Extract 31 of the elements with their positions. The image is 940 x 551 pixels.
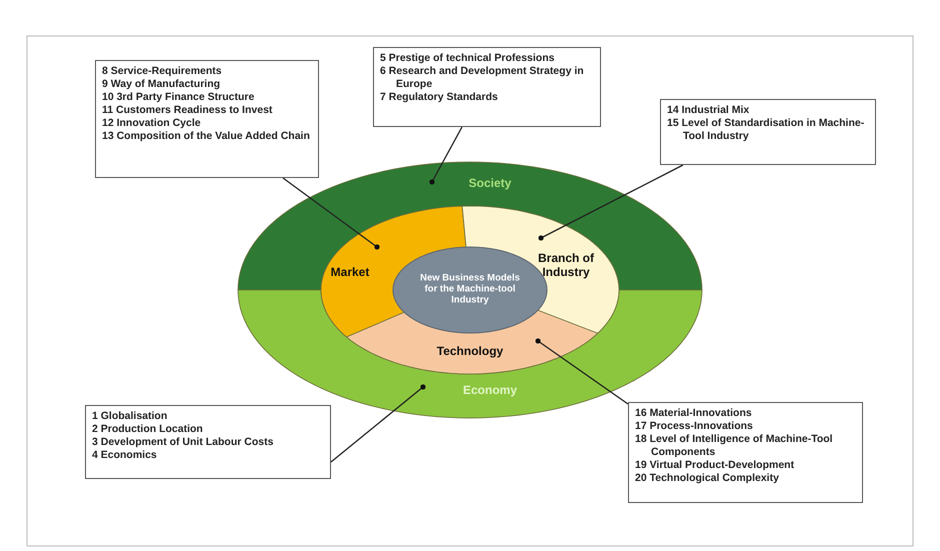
factor-item: 4 Economics [92, 449, 158, 462]
segment-label: Technology [436, 344, 504, 358]
factor-item: 2 Production Location [92, 423, 204, 436]
leader-line [535, 338, 628, 405]
leader-line [330, 384, 426, 462]
factor-item: 6 Research and Development Strategy in Europe [380, 65, 585, 91]
center-title: New Business Models for the Machine-tool Industry [419, 274, 521, 306]
leader-line [282, 177, 380, 250]
factor-item: 20 Technological Complexity [635, 472, 780, 485]
factor-item: 8 Service-Requirements [102, 65, 223, 78]
leader-line [429, 126, 463, 185]
segment-label: Branch of Industry [536, 252, 595, 280]
factor-item: 1 Globalisation [92, 410, 168, 423]
factor-item: 19 Virtual Product-Development [635, 459, 796, 472]
factor-item: 7 Regulatory Standards [380, 91, 499, 104]
factor-item: 5 Prestige of technical Professions [380, 52, 556, 65]
segment-label: Market [330, 265, 370, 279]
segment-label: Society [468, 176, 512, 190]
factor-item: 11 Customers Readiness to Invest [102, 104, 274, 117]
factor-item: 17 Process-Innovations [635, 420, 754, 433]
segment-label: Economy [463, 383, 517, 397]
factor-item: 14 Industrial Mix [667, 104, 750, 117]
factor-item: 15 Level of Standardisation in Machine-Tool Industry [667, 117, 866, 143]
factor-item: 3 Development of Unit Labour Costs [92, 436, 274, 449]
factor-item: 12 Innovation Cycle [102, 117, 202, 130]
factor-item: 10 3rd Party Finance Structure [102, 91, 256, 104]
factor-item: 13 Composition of the Value Added Chain [102, 130, 311, 143]
factor-item: 9 Way of Manufacturing [102, 78, 222, 91]
factor-item: 18 Level of Intelligence of Machine-Tool Components [635, 433, 834, 459]
leader-line [538, 164, 684, 241]
factor-item: 16 Material-Innovations [635, 407, 753, 420]
